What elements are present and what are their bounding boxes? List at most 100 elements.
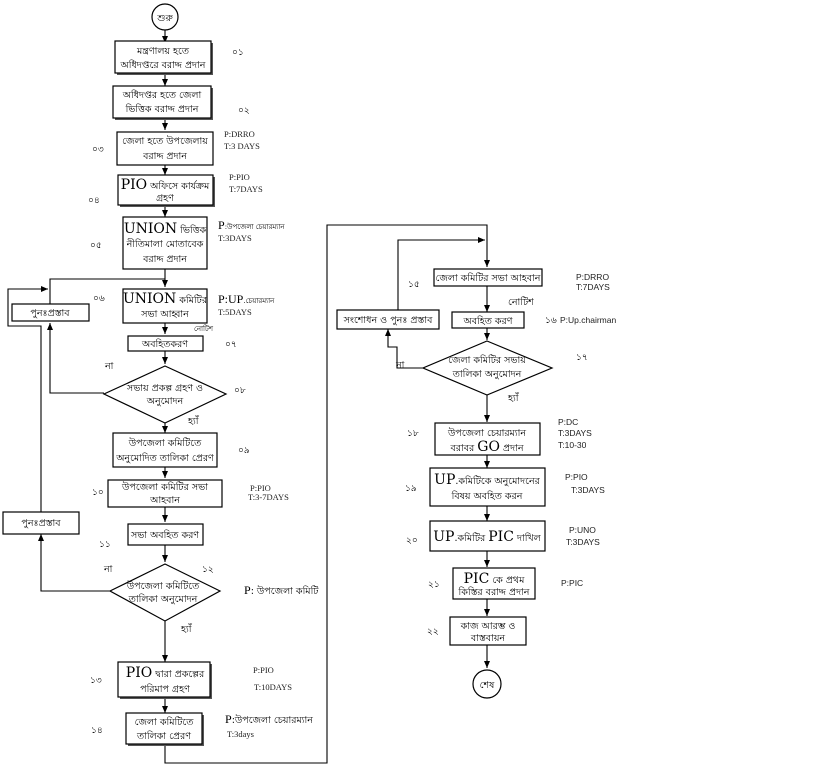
step-11-number: ১১ xyxy=(99,540,111,550)
decision-17: জেলা কমিটির সভায় তালিকা অনুমোদন xyxy=(421,340,554,396)
step-14-line-1: জেলা কমিটিতে xyxy=(135,715,195,728)
step-20-line-1: UP.কমিটির PIC দাখিল xyxy=(433,529,541,545)
decision-12: উপজেলা কমিটিতে তালিকা অনুমোদন xyxy=(108,563,222,622)
step-15-person: P:DRRO xyxy=(576,272,609,282)
step-17-number: ১৭ xyxy=(576,353,588,363)
step-16-person: P:Up.chairman xyxy=(560,315,616,325)
step-02-line-2: ভিত্তিক বরাদ্দ প্রদান xyxy=(125,103,200,115)
step-22-line-1: কাজ আরম্ভ ও xyxy=(460,621,516,632)
step-04-line-1: PIO অফিসে কার্যক্রম xyxy=(121,177,210,193)
step-07: অবহিতকরণ xyxy=(127,335,204,352)
step-07-line-1: অবহিতকরণ xyxy=(141,338,189,350)
step-10-line-1: উপজেলা কমিটির সভা xyxy=(121,480,209,493)
step-10-number: ১০ xyxy=(92,488,104,498)
step-18-line-1: উপজেলা চেয়ারম্যান xyxy=(447,426,527,439)
step-04-time: T:7DAYS xyxy=(229,184,263,194)
step-21-line-1: PIC কে প্রথম xyxy=(464,571,525,587)
step-21: PIC কে প্রথম কিস্তির বরাদ্দ প্রদান xyxy=(452,567,536,600)
step-18: উপজেলা চেয়ারম্যান বরাবর GO প্রদান xyxy=(434,422,541,456)
decision-12-line-1: উপজেলা কমিটিতে xyxy=(126,579,200,592)
arrow-08-no-to-reproposal-1 xyxy=(47,323,104,394)
revise-reproposal-box: সংশোধন ও পুনঃ প্রস্তাব xyxy=(336,309,440,330)
step-03-person: P:DRRO xyxy=(224,129,255,139)
step-22-line-2: বাস্তবায়ন xyxy=(470,633,507,644)
step-19-person: P:PIO xyxy=(565,472,588,482)
step-02-number: ০২ xyxy=(238,106,250,116)
step-13: PIO দ্বারা প্রকল্পের পরিমাপ গ্রহণ xyxy=(117,661,212,699)
reproposal-2-label: পুনঃপ্রস্তাব xyxy=(21,518,61,529)
step-06-line-1: UNION কমিটির xyxy=(123,291,208,307)
step-09: উপজেলা কমিটিতে অনুমোদিত তালিকা প্রেরণ xyxy=(112,432,218,468)
step-10: উপজেলা কমিটির সভা আহবান xyxy=(107,479,223,508)
decision-17-no-label: না xyxy=(395,360,406,371)
step-02-line-1: অধিদপ্তর হতে জেলা xyxy=(122,89,203,101)
step-20-person: P:UNO xyxy=(569,525,596,535)
step-14: জেলা কমিটিতে তালিকা প্রেরণ xyxy=(125,712,204,746)
reproposal-box-1: পুনঃপ্রস্তাব xyxy=(11,303,90,322)
step-06-number: ০৬ xyxy=(93,294,105,304)
decision-08: সভায় প্রকল্প গ্রহণ ও অনুমোদন xyxy=(102,365,228,424)
step-13-number: ১৩ xyxy=(90,676,102,686)
step-21-person: P:PIC xyxy=(561,578,583,588)
step-01-line-2: অধিদপ্তরে বরাদ্দ প্রদান xyxy=(120,59,207,71)
step-21-number: ২১ xyxy=(428,580,440,590)
connectors xyxy=(7,30,490,764)
step-18-time-2: T:10-30 xyxy=(558,440,587,450)
step-04-person: P:PIO xyxy=(229,172,250,182)
step-14-line-2: তালিকা প্রেরণ xyxy=(136,730,192,742)
step-03: জেলা হতে উপজেলায় বরাদ্দ প্রদান xyxy=(116,131,214,166)
line-reproposal-1-to-06 xyxy=(49,278,165,304)
step-21-line-2: কিস্তির বরাদ্দ প্রদান xyxy=(458,586,531,598)
step-22: কাজ আরম্ভ ও বাস্তবায়ন xyxy=(449,616,527,646)
decision-08-no-label: না xyxy=(104,361,115,372)
step-18-line-2: বরাবর GO প্রদান xyxy=(449,439,524,455)
line-reproposal-2-to-06 xyxy=(7,286,48,512)
step-05-person: P:উপজেলা চেয়ারম্যান xyxy=(218,218,285,232)
arrow-revise-to-15 xyxy=(397,237,485,310)
end-node: শেষ xyxy=(472,669,502,699)
step-19-line-1: UP.কমিটিকে অনুমোদনের xyxy=(434,472,540,488)
notice-label-15: নোটিশ xyxy=(508,295,535,308)
step-14-time: T:3days xyxy=(227,729,254,739)
revise-reproposal-label: সংশোধন ও পুনঃ প্রস্তাব xyxy=(343,315,433,326)
start-label: শুরু xyxy=(156,13,173,24)
step-13-time: T:10DAYS xyxy=(254,682,292,692)
step-07-number: ০৭ xyxy=(225,340,237,350)
reproposal-1-label: পুনঃপ্রস্তাব xyxy=(30,308,70,319)
step-04-line-2: গ্রহণ xyxy=(156,193,175,204)
arrow-12-no-to-reproposal-2 xyxy=(38,534,110,592)
step-20: UP.কমিটির PIC দাখিল xyxy=(429,520,546,552)
step-05-line-2: নীতিমালা মোতাবেক xyxy=(126,237,205,250)
step-06-line-2: সভা আহ্বান xyxy=(140,309,190,320)
step-03-line-2: বরাদ্দ প্রদান xyxy=(142,151,188,162)
step-10-person: P:PIO xyxy=(250,483,271,493)
step-10-line-2: আহবান xyxy=(149,495,181,506)
step-14-person: P:উপজেলা চেয়ারম্যান xyxy=(225,712,314,726)
decision-08-line-2: অনুমোদন xyxy=(146,396,185,407)
step-13-line-1: PIO দ্বারা প্রকল্পের xyxy=(126,665,205,681)
step-13-person: P:PIO xyxy=(253,665,274,675)
decision-17-yes-label: হ্যাঁ xyxy=(507,391,520,404)
step-12-number: ১২ xyxy=(202,565,214,575)
step-15-number: ১৫ xyxy=(408,280,420,290)
step-20-time: T:3DAYS xyxy=(566,537,600,547)
step-15-time: T:7DAYS xyxy=(576,282,610,292)
step-16-number: ১৬ xyxy=(545,316,557,326)
step-15-line-1: জেলা কমিটির সভা আহবান xyxy=(436,271,542,284)
step-09-line-2: অনুমোদিত তালিকা প্রেরণ xyxy=(115,452,215,464)
decision-17-line-2: তালিকা অনুমোদন xyxy=(452,368,523,380)
step-13-line-2: পরিমাপ গ্রহণ xyxy=(140,683,191,695)
step-10-time: T:3-7DAYS xyxy=(248,492,289,502)
arrow-17-no-to-revise xyxy=(385,329,423,369)
decision-08-line-1: সভায় প্রকল্প গ্রহণ ও xyxy=(126,383,203,394)
step-14-number: ১৪ xyxy=(91,726,103,736)
step-09-number: ০৯ xyxy=(238,446,250,456)
decision-12-yes-label: হ্যাঁ xyxy=(180,622,193,635)
step-02: অধিদপ্তর হতে জেলা ভিত্তিক বরাদ্দ প্রদান xyxy=(112,85,213,120)
step-20-number: ২০ xyxy=(406,536,418,546)
step-03-line-1: জেলা হতে উপজেলায় xyxy=(122,134,209,147)
step-19-time: T:3DAYS xyxy=(571,485,605,495)
step-09-line-1: উপজেলা কমিটিতে xyxy=(128,436,202,449)
step-19: UP.কমিটিকে অনুমোদনের বিষয় অবহিত করন xyxy=(429,467,546,507)
